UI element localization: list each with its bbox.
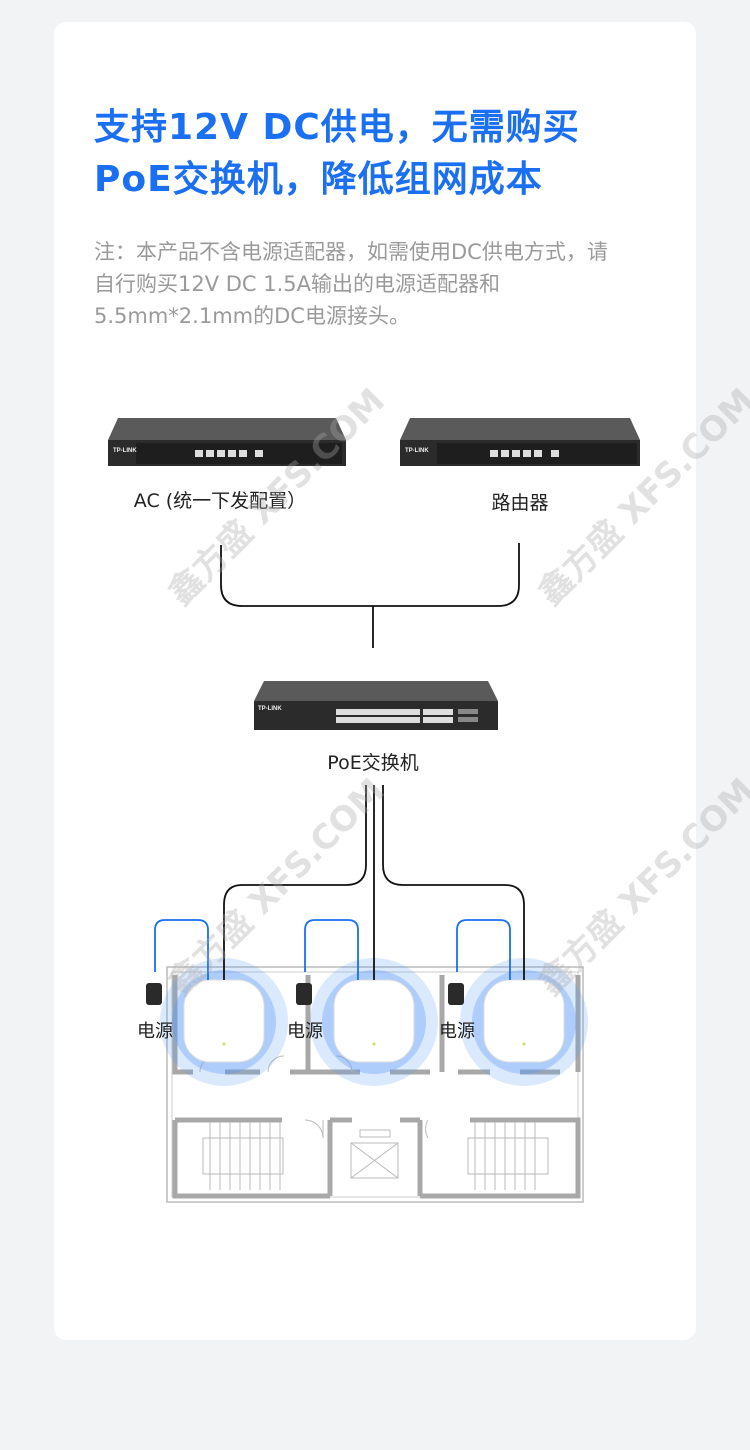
headline-line-2: PoE交换机，降低组网成本 [94, 159, 543, 200]
power-label-1: 电源 [137, 1021, 173, 1042]
router [400, 418, 640, 466]
access-point-1 [160, 958, 288, 1086]
ac-controller [108, 418, 346, 466]
power-adapters [146, 983, 464, 1005]
power-adapter-icon [448, 983, 464, 1005]
router-label: 路由器 [491, 492, 549, 514]
brand-logo: TP-LINK [258, 706, 282, 712]
power-label-3: 电源 [439, 1021, 475, 1042]
poe-switch [254, 681, 498, 730]
power-label-2: 电源 [287, 1021, 323, 1042]
access-point-2 [310, 958, 438, 1086]
switch-label: PoE交换机 [327, 752, 419, 774]
power-adapter-icon [296, 983, 312, 1005]
brand-logo: TP-LINK [405, 448, 429, 454]
power-adapter-note: 注：本产品不含电源适配器，如需使用DC供电方式，请自行购买12V DC 1.5A… [94, 240, 608, 328]
headline: 支持12V DC供电，无需购买 PoE交换机，降低组网成本 [94, 102, 580, 206]
ac-label: AC (统一下发配置） [133, 490, 307, 512]
power-adapter-icon [146, 983, 162, 1005]
access-point-3 [460, 958, 588, 1086]
brand-logo: TP-LINK [113, 448, 137, 454]
floor-plan [166, 966, 584, 1203]
power-cables [154, 919, 511, 980]
headline-line-1: 支持12V DC供电，无需购买 [94, 107, 580, 148]
ethernet-cables [220, 543, 525, 980]
